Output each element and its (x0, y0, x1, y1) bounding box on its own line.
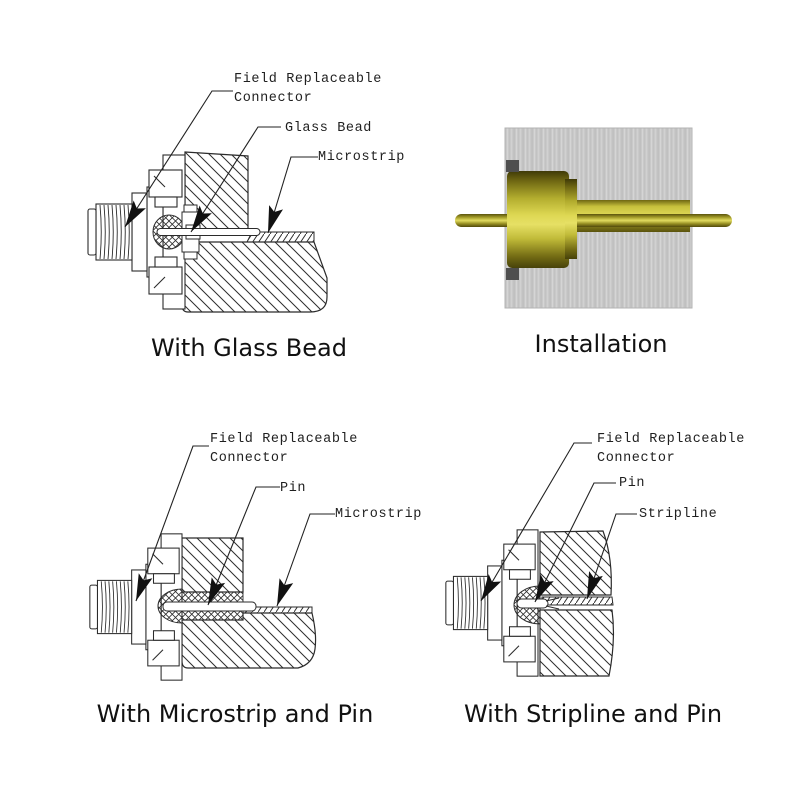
caption-with-stripline-and-pin: With Stripline and Pin (463, 700, 723, 728)
leader-microstrip (267, 156, 318, 234)
center-pin (156, 228, 261, 236)
label-stripline: Stripline (639, 507, 718, 522)
stripline-pin-diagram (445, 442, 637, 677)
leader-microstrip (276, 513, 335, 607)
microstrip-trace (246, 231, 315, 243)
label-microstrip: Microstrip (335, 507, 423, 522)
housing-block-lower (181, 241, 328, 313)
label-line: Field Replaceable (210, 432, 358, 447)
label-line: Connector (234, 91, 313, 106)
label-line: Connector (210, 451, 289, 466)
label-line: Field Replaceable (597, 432, 745, 447)
label-line: Field Replaceable (234, 72, 382, 87)
connector-flange-ring (565, 179, 577, 259)
center-pin (516, 598, 549, 609)
label-microstrip: Microstrip (318, 150, 406, 165)
caption-installation: Installation (534, 330, 668, 358)
glass-bead-diagram (87, 90, 328, 313)
label-line: Connector (597, 451, 676, 466)
microstrip-pin-diagram (89, 445, 335, 681)
mount-tab-bottom (506, 268, 519, 280)
label-glass-bead: Glass Bead (285, 121, 373, 136)
center-conductor-pin (455, 214, 732, 227)
sleeve-tab-bottom (183, 251, 198, 260)
housing-block-lower (539, 609, 615, 677)
connector-cylinder (507, 171, 569, 268)
leader-pin (207, 486, 280, 606)
leader-glass-bead (190, 126, 281, 233)
housing-block-lower (181, 612, 317, 669)
installation-render (455, 127, 732, 309)
leader-stripline (586, 513, 637, 600)
mount-tab-top (506, 160, 519, 172)
label-pin: Pin (619, 476, 646, 491)
stripline-trace (541, 596, 614, 606)
caption-with-microstrip-and-pin: With Microstrip and Pin (96, 700, 374, 728)
center-pin (162, 601, 257, 612)
label-pin: Pin (280, 481, 307, 496)
housing-block-upper (539, 530, 612, 596)
caption-with-glass-bead: With Glass Bead (151, 334, 347, 362)
sleeve-tab-top (183, 204, 198, 213)
housing-block-upper (181, 537, 244, 593)
leader-connector (480, 442, 592, 602)
leader-pin (534, 482, 616, 603)
leader-connector (124, 90, 233, 228)
leader-connector (135, 445, 209, 602)
